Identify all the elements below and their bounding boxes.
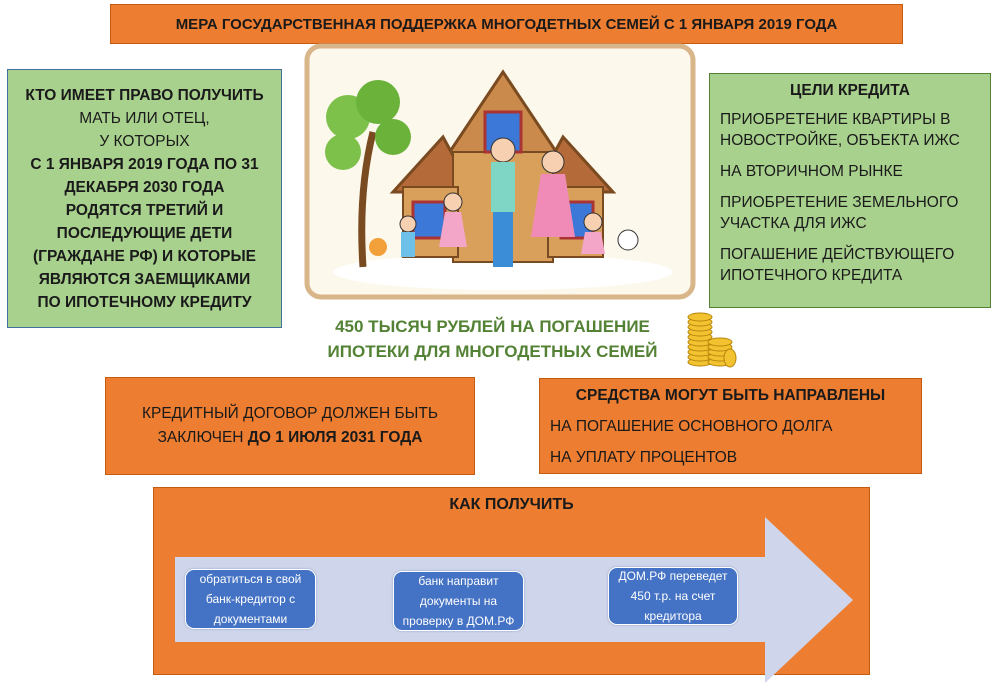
step-2: банк направит документы на проверку в ДО… — [393, 571, 524, 631]
support-amount-line1: 450 ТЫСЯЧ РУБЛЕЙ НА ПОГАШЕНИЕ — [335, 317, 650, 336]
eligibility-heading: КТО ИМЕЕТ ПРАВО ПОЛУЧИТЬ — [25, 86, 264, 104]
page-title: МЕРА ГОСУДАРСТВЕННАЯ ПОДДЕРЖКА МНОГОДЕТН… — [110, 4, 903, 44]
contract-deadline-box: КРЕДИТНЫЙ ДОГОВОР ДОЛЖЕН БЫТЬ ЗАКЛЮЧЕН Д… — [105, 377, 475, 475]
support-amount-text: 450 ТЫСЯЧ РУБЛЕЙ НА ПОГАШЕНИЕ ИПОТЕКИ ДЛ… — [305, 314, 680, 364]
how-to-get-heading: КАК ПОЛУЧИТЬ — [449, 496, 574, 513]
eligibility-line2: У КОТОРЫХ — [99, 132, 190, 150]
funds-usage-item: НА УПЛАТУ ПРОЦЕНТОВ — [550, 449, 738, 466]
credit-goals-box: ЦЕЛИ КРЕДИТА ПРИОБРЕТЕНИЕ КВАРТИРЫ В НОВ… — [709, 73, 991, 308]
funds-usage-item: НА ПОГАШЕНИЕ ОСНОВНОГО ДОЛГА — [550, 418, 833, 435]
process-arrow: обратиться в свой банк-кредитор с докуме… — [175, 515, 855, 690]
credit-goal-item: ПРИОБРЕТЕНИЕ КВАРТИРЫ В НОВОСТРОЙКЕ, ОБЪ… — [720, 111, 960, 149]
funds-usage-heading: СРЕДСТВА МОГУТ БЫТЬ НАПРАВЛЕНЫ — [575, 387, 886, 404]
contract-deadline-date: ДО 1 ИЮЛЯ 2031 ГОДА — [247, 429, 423, 446]
eligibility-line1: МАТЬ ИЛИ ОТЕЦ, — [79, 109, 210, 127]
support-amount-line2: ИПОТЕКИ ДЛЯ МНОГОДЕТНЫХ СЕМЕЙ — [327, 342, 658, 361]
credit-goal-item: ПРИОБРЕТЕНИЕ ЗЕМЕЛЬНОГО УЧАСТКА ДЛЯ ИЖС — [720, 194, 959, 232]
credit-goal-item: НА ВТОРИЧНОМ РЫНКЕ — [720, 163, 903, 180]
step-3: ДОМ.РФ переведет 450 т.р. на счет кредит… — [608, 567, 738, 625]
coins-icon — [682, 306, 738, 368]
contract-deadline-text: КРЕДИТНЫЙ ДОГОВОР ДОЛЖЕН БЫТЬ ЗАКЛЮЧЕН — [141, 405, 439, 446]
eligibility-conditions: С 1 ЯНВАРЯ 2019 ГОДА ПО 31 ДЕКАБРЯ 2030 … — [30, 155, 259, 311]
eligibility-box: КТО ИМЕЕТ ПРАВО ПОЛУЧИТЬ МАТЬ ИЛИ ОТЕЦ, … — [7, 69, 282, 328]
credit-goals-heading: ЦЕЛИ КРЕДИТА — [790, 82, 910, 99]
credit-goal-item: ПОГАШЕНИЕ ДЕЙСТВУЮЩЕГО ИПОТЕЧНОГО КРЕДИТ… — [720, 246, 955, 284]
family-house-illustration — [303, 42, 697, 301]
funds-usage-box: СРЕДСТВА МОГУТ БЫТЬ НАПРАВЛЕНЫ НА ПОГАШЕ… — [539, 378, 922, 474]
step-1: обратиться в свой банк-кредитор с докуме… — [185, 569, 316, 629]
